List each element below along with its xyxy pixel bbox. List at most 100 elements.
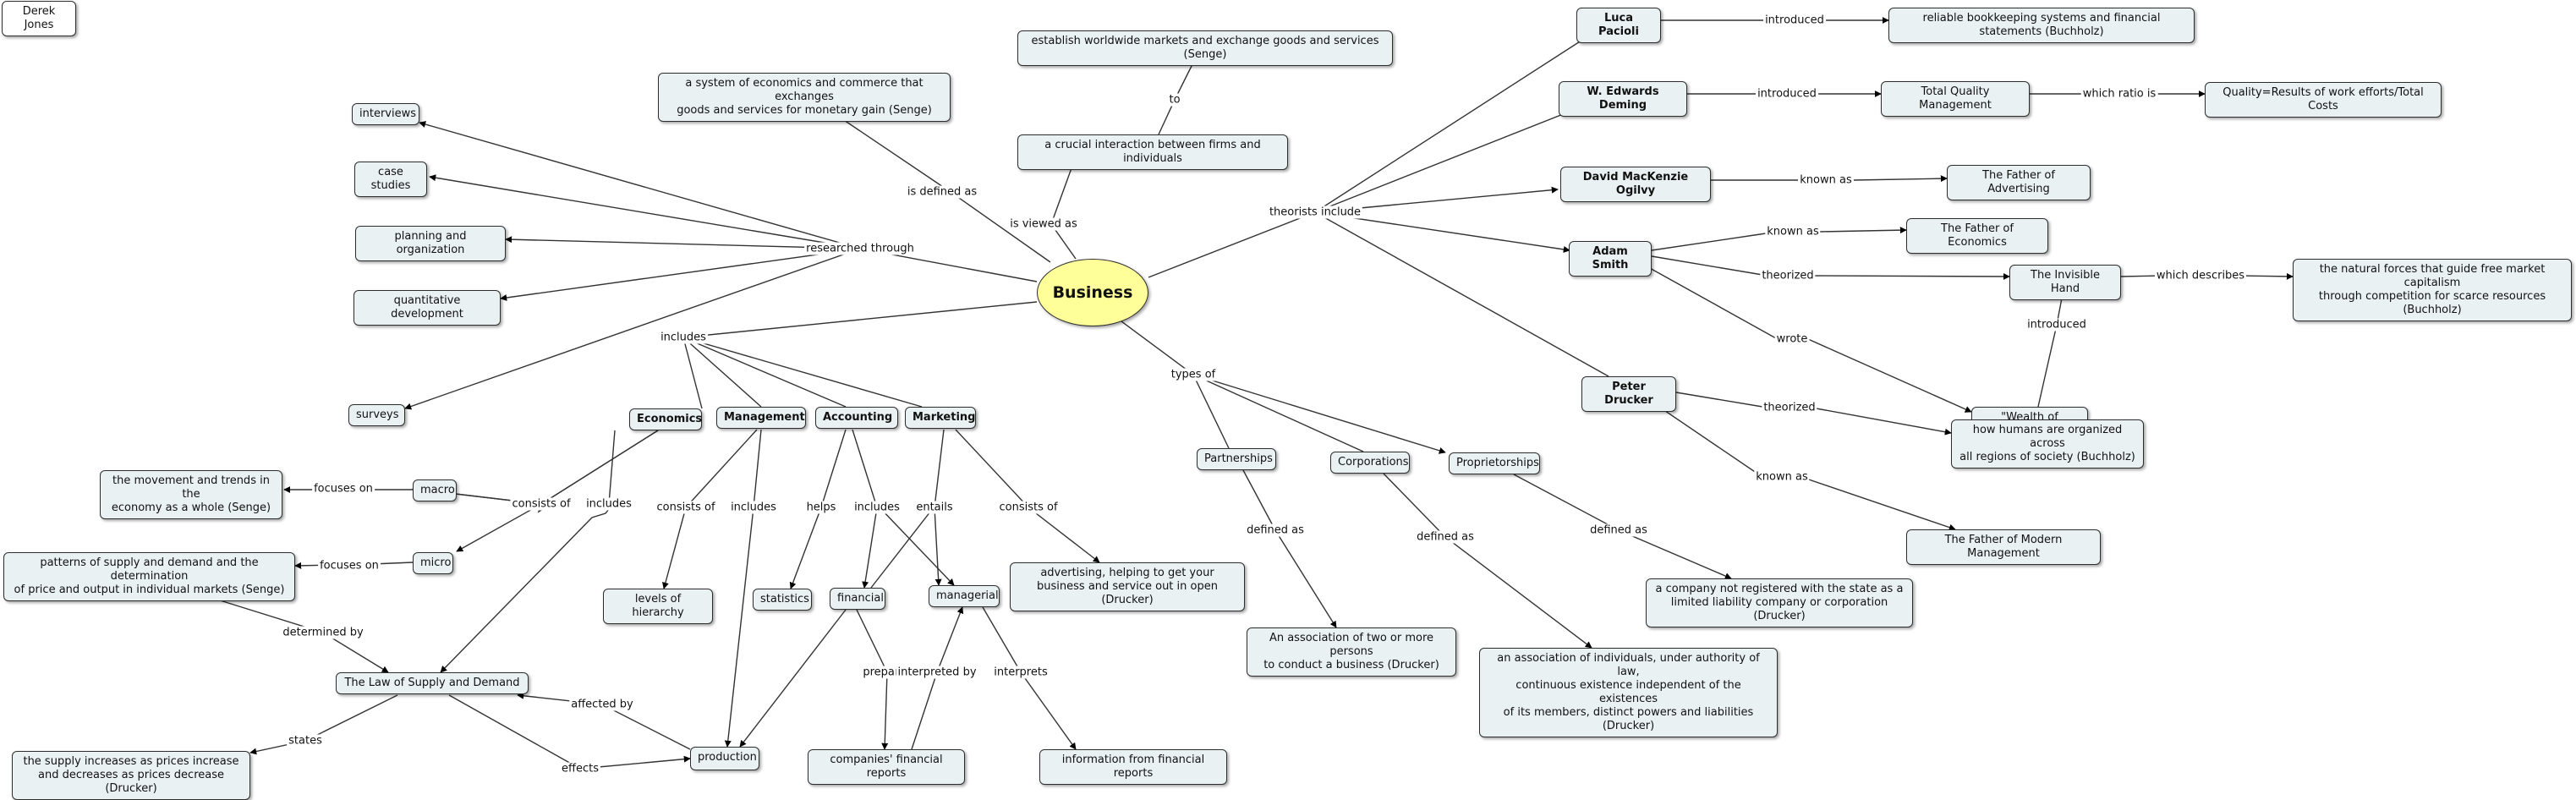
connector-line xyxy=(440,503,615,673)
link-label-deming-introduced: introduced xyxy=(1756,87,1818,101)
concept-node-natural-forces[interactable]: the natural forces that guide free marke… xyxy=(2293,259,2572,321)
link-label-is-defined-as: is defined as xyxy=(905,185,979,199)
concept-node-accounting[interactable]: Accounting xyxy=(815,407,898,429)
concept-node-establish[interactable]: establish worldwide markets and exchange… xyxy=(1017,30,1393,66)
concept-node-levels[interactable]: levels of hierarchy xyxy=(603,589,713,624)
concept-node-statistics[interactable]: statistics xyxy=(753,589,812,611)
connector-line xyxy=(1121,321,1230,449)
concept-node-information[interactable]: information from financial reports xyxy=(1039,749,1227,785)
concept-node-case-studies[interactable]: case studies xyxy=(354,162,427,197)
concept-node-deming[interactable]: W. Edwards Deming xyxy=(1559,81,1687,117)
concept-node-ogilvy[interactable]: David MacKenzie Ogilvy xyxy=(1560,167,1711,202)
connector-line xyxy=(608,430,627,505)
concept-node-interaction[interactable]: a crucial interaction between firms and … xyxy=(1017,134,1288,170)
connector-line xyxy=(1242,469,1337,628)
connector-line xyxy=(682,301,1038,409)
connector-line xyxy=(456,503,542,552)
concept-node-invisible-hand[interactable]: The Invisible Hand xyxy=(2009,265,2121,300)
concept-node-drucker[interactable]: Peter Drucker xyxy=(1581,376,1676,412)
link-label-acct-includes: includes xyxy=(852,501,902,514)
connector-line xyxy=(682,337,923,408)
link-label-is-viewed-as: is viewed as xyxy=(1008,217,1079,231)
connector-line xyxy=(1811,407,1952,436)
concept-node-father-advertising[interactable]: The Father of Advertising xyxy=(1947,165,2091,200)
author-label[interactable]: Derek Jones xyxy=(2,1,76,36)
concept-node-smith[interactable]: Adam Smith xyxy=(1569,241,1652,277)
connector-line xyxy=(1651,233,1767,251)
concept-node-micro[interactable]: micro xyxy=(413,552,453,574)
concept-node-father-economics[interactable]: The Father of Economics xyxy=(1906,218,2048,254)
concept-node-management[interactable]: Management xyxy=(716,407,806,429)
link-label-econ-includes: includes xyxy=(584,497,633,511)
link-label-econ-consists-of: consists of xyxy=(510,497,573,511)
connector-line xyxy=(1853,175,1948,183)
link-label-helps: helps xyxy=(804,501,838,514)
connector-line xyxy=(856,609,889,750)
link-label-ogilvy-known-as: known as xyxy=(1798,173,1854,187)
concept-node-marketing[interactable]: Marketing xyxy=(905,407,976,429)
link-label-which-describes: which describes xyxy=(2154,269,2247,282)
concept-node-macro[interactable]: macro xyxy=(413,479,457,501)
connector-line xyxy=(429,174,861,249)
concept-node-managerial[interactable]: managerial xyxy=(929,585,1000,607)
link-label-theorized-smith: theorized xyxy=(1760,269,1816,282)
connector-line xyxy=(870,507,934,589)
concept-node-corporation-def[interactable]: an association of individuals, under aut… xyxy=(1479,648,1778,737)
link-label-theorists-include: theorists include xyxy=(1267,205,1363,219)
concept-node-partnerships[interactable]: Partnerships xyxy=(1197,448,1276,470)
link-label-interpreted-by: interpreted by xyxy=(896,666,978,679)
link-label-smith-known-as: known as xyxy=(1765,225,1821,238)
concept-node-micro-desc[interactable]: patterns of supply and demand and the de… xyxy=(3,552,295,601)
concept-node-pacioli[interactable]: Luca Pacioli xyxy=(1576,8,1661,43)
concept-node-quality[interactable]: Quality=Results of work efforts/Total Co… xyxy=(2205,82,2442,118)
concept-node-planning[interactable]: planning and organization xyxy=(355,226,506,261)
link-label-interprets: interprets xyxy=(992,666,1050,679)
concept-node-law-states[interactable]: the supply increases as prices increase … xyxy=(12,751,250,800)
connector-line xyxy=(1675,392,1768,408)
concept-node-macro-desc[interactable]: the movement and trends in the economy a… xyxy=(100,470,282,519)
connector-line xyxy=(1314,103,1587,213)
concept-node-advertising[interactable]: advertising, helping to get your busines… xyxy=(1010,562,1245,611)
connector-line xyxy=(249,694,398,755)
concept-node-corporations[interactable]: Corporations xyxy=(1330,452,1410,474)
concept-node-interviews[interactable]: interviews xyxy=(352,103,419,125)
connector-line xyxy=(1800,476,1956,531)
concept-node-reports[interactable]: companies' financial reports xyxy=(808,749,965,785)
link-label-prop-defined-as: defined as xyxy=(1588,523,1649,537)
concept-node-proprietorship-def[interactable]: a company not registered with the state … xyxy=(1646,578,1913,627)
concept-node-proprietorships[interactable]: Proprietorships xyxy=(1449,452,1540,474)
link-label-includes: includes xyxy=(659,331,708,344)
connector-line xyxy=(682,337,847,408)
concept-node-surveys[interactable]: surveys xyxy=(348,404,405,426)
concept-node-economics[interactable]: Economics xyxy=(629,408,702,430)
concept-node-humans-organized[interactable]: how humans are organized across all regi… xyxy=(1951,419,2144,468)
concept-node-father-management[interactable]: The Father of Modern Management xyxy=(1906,529,2101,565)
concept-node-tqm[interactable]: Total Quality Management xyxy=(1881,81,2030,117)
link-label-entails: entails xyxy=(914,501,955,514)
link-label-wrote: wrote xyxy=(1774,332,1810,346)
link-label-affected-by: affected by xyxy=(569,698,635,711)
central-concept-node[interactable]: Business xyxy=(1037,259,1148,326)
link-label-corp-defined-as: defined as xyxy=(1415,530,1476,544)
connector-line xyxy=(1192,374,1364,452)
link-label-focuses-on-micro: focuses on xyxy=(318,559,381,573)
concept-node-senge-definition[interactable]: a system of economics and commerce that … xyxy=(658,73,951,122)
link-label-which-ratio-is: which ratio is xyxy=(2080,87,2158,101)
concept-node-financial[interactable]: financial xyxy=(830,588,885,610)
link-label-theorized-drucker: theorized xyxy=(1762,401,1817,414)
link-label-states: states xyxy=(287,734,324,748)
concept-node-law[interactable]: The Law of Supply and Demand xyxy=(336,672,529,694)
connector-line xyxy=(1648,399,1763,478)
connector-line xyxy=(419,121,1038,282)
concept-node-partnership-def[interactable]: An association of two or more persons to… xyxy=(1247,627,1456,677)
connector-line xyxy=(1192,374,1446,454)
link-label-focuses-on-macro: focuses on xyxy=(312,482,375,496)
concept-node-quantitative[interactable]: quantitative development xyxy=(354,290,501,326)
link-label-mgmt-includes: includes xyxy=(729,501,778,514)
concept-node-production[interactable]: production xyxy=(690,747,759,770)
connector-line xyxy=(404,248,861,410)
link-label-researched-through: researched through xyxy=(804,242,916,255)
concept-node-bookkeeping[interactable]: reliable bookkeeping systems and financi… xyxy=(1888,8,2195,43)
connector-line xyxy=(2237,272,2294,280)
connector-line xyxy=(955,429,1100,563)
